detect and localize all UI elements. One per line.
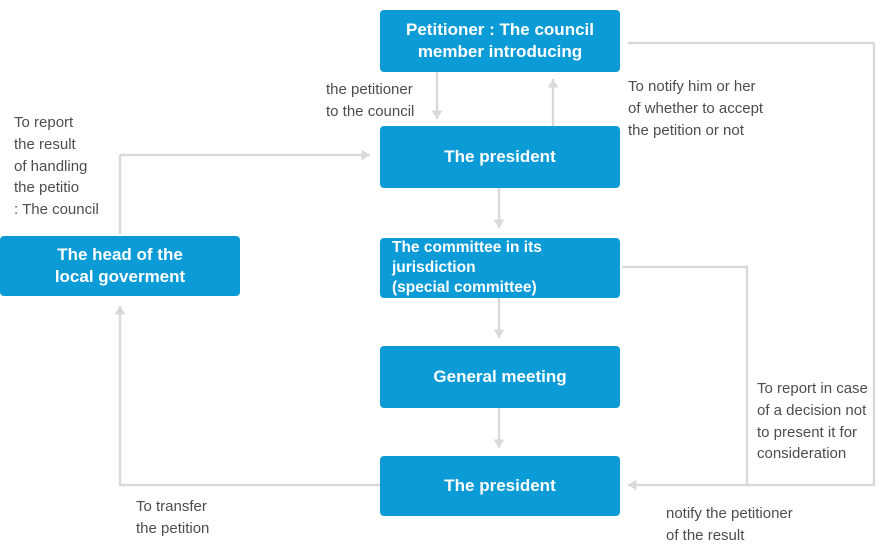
node-committee-label: The committee in its jurisdiction (speci… xyxy=(392,238,542,297)
edge-label-notify-accept: To notify him or her of whether to accep… xyxy=(628,78,764,139)
edge-notify-result xyxy=(628,43,876,491)
node-petitioner-label: Petitioner : The council member introduc… xyxy=(406,19,594,61)
edge-label-report-no-consideration: To report in case of a decision not to p… xyxy=(757,380,868,463)
node-general-meeting[interactable]: General meeting xyxy=(380,346,620,408)
node-president-top-label: The president xyxy=(444,146,556,166)
node-president-bottom[interactable]: The president xyxy=(380,456,620,516)
node-local-government-head-label: The head of the local goverment xyxy=(54,244,186,286)
edge-label-transfer-petition: To transfer the petition xyxy=(136,498,210,537)
edge-label-petitioner-to-council: the petitioner to the council xyxy=(326,81,415,120)
node-petitioner[interactable]: Petitioner : The council member introduc… xyxy=(380,10,620,72)
node-committee[interactable]: The committee in its jurisdiction (speci… xyxy=(380,238,620,298)
node-general-meeting-label: General meeting xyxy=(433,366,567,386)
node-local-government-head[interactable]: The head of the local goverment xyxy=(0,236,240,296)
node-president-bottom-label: The president xyxy=(444,475,556,495)
node-president-top[interactable]: The president xyxy=(380,126,620,188)
edge-transfer-petition xyxy=(114,306,380,487)
edge-report-no-consideration xyxy=(622,265,749,485)
edge-label-notify-result: notify the petitioner of the result xyxy=(666,505,793,544)
edge-label-report-result: To report the result of handling the pet… xyxy=(14,114,99,218)
